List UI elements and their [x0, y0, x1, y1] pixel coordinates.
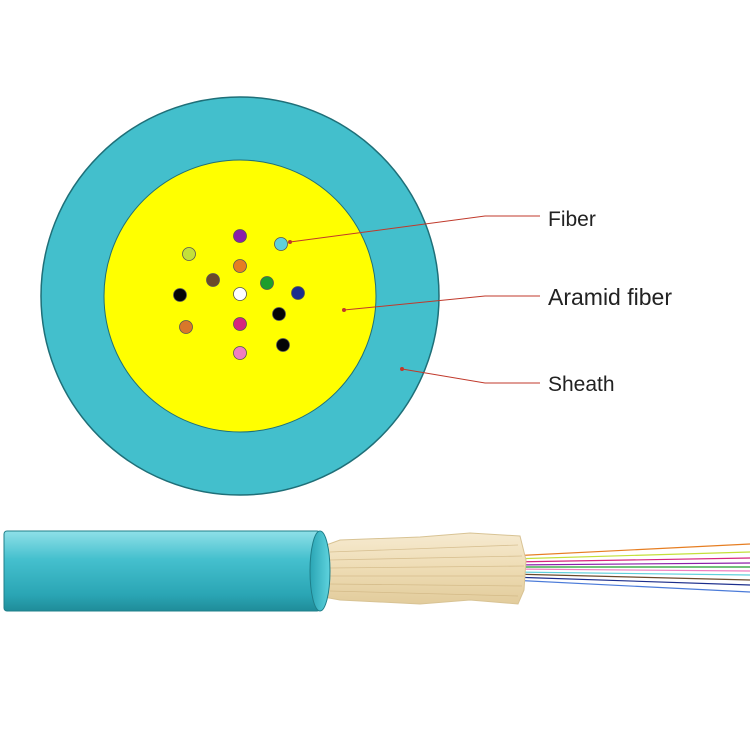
fiber-leader-line	[289, 215, 540, 243]
fiber-dot-green	[260, 276, 274, 290]
fiber-label: Fiber	[548, 208, 596, 231]
aramid-leader-line	[343, 295, 540, 311]
cable-cross-section	[40, 96, 440, 496]
fiber-dot-orange	[233, 259, 247, 273]
sheath-leader-line	[401, 368, 540, 384]
loose-fibers	[509, 543, 750, 593]
fiber-dot-rose	[233, 317, 247, 331]
fiber-dot-aqua	[274, 237, 288, 251]
bundle-strands	[329, 544, 525, 597]
fiber-dot-black	[272, 307, 286, 321]
fiber-dot-violet	[233, 229, 247, 243]
fiber-dot-black	[173, 288, 187, 302]
aramid-fiber-label: Aramid fiber	[548, 284, 672, 310]
fiber-dots	[173, 229, 305, 360]
fiber-dot-lime	[182, 247, 196, 261]
cable-side-view	[3, 530, 750, 612]
leader-lines	[288, 215, 540, 384]
fiber-dot-brown	[206, 273, 220, 287]
fiber-dot-orange	[179, 320, 193, 334]
cable-sheath-body	[3, 530, 321, 612]
fiber-dot-white	[233, 287, 247, 301]
fiber-dot-blue	[291, 286, 305, 300]
fiber-dot-black	[276, 338, 290, 352]
sheath-label: Sheath	[548, 373, 615, 396]
fiber-dot-pink	[233, 346, 247, 360]
cable-sheath-end	[309, 530, 331, 612]
